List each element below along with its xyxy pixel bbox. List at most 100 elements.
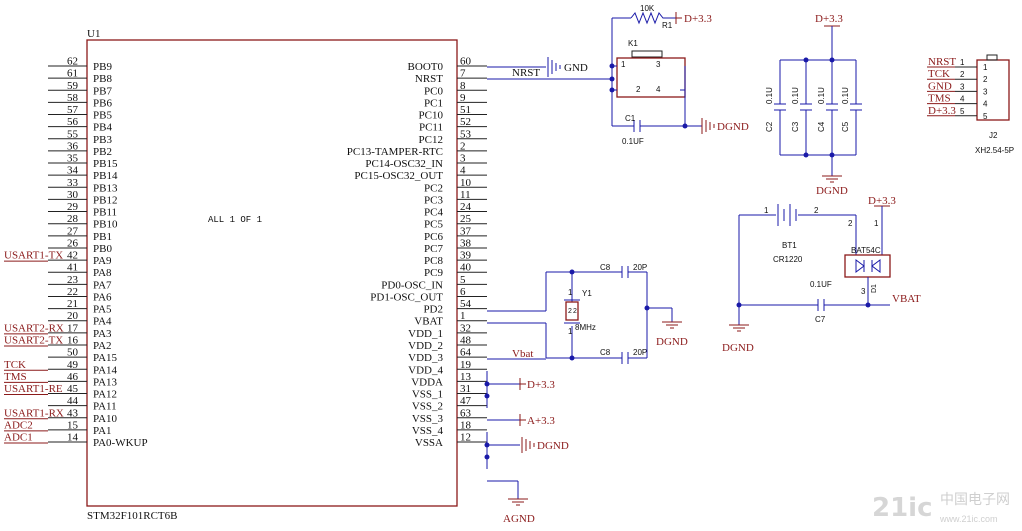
- mcu-left-pin-number: 59: [67, 80, 79, 92]
- mcu-right-pin-name: PC9: [424, 267, 443, 279]
- mcu-right-pin-number: 48: [460, 334, 472, 346]
- mcu-left-pin-name: PA0-WKUP: [93, 437, 148, 449]
- decoupling-power-label: D+3.3: [815, 13, 843, 25]
- mcu-left-net-label: ADC1: [4, 432, 33, 444]
- diode-tag: D1: [871, 284, 878, 293]
- svg-text:2: 2: [568, 308, 572, 315]
- mcu-right-pin-number: 40: [460, 262, 472, 274]
- vdda-power-label: A+3.3: [527, 415, 555, 427]
- mcu-right-pin-number: 60: [460, 56, 472, 68]
- mcu-left-pin-name: PA10: [93, 413, 118, 425]
- mcu-right-pin-name: PC1: [424, 97, 443, 109]
- mcu-left-pin-number: 45: [67, 383, 79, 395]
- mcu-right-pin-number: 52: [460, 116, 471, 128]
- mcu-left-pin-number: 34: [67, 165, 79, 177]
- c8-bottom-designator: C8: [600, 348, 611, 357]
- vbat-wire-label: Vbat: [512, 348, 533, 360]
- mcu-right-pin-name: PC11: [419, 122, 443, 134]
- mcu-right-pin-number: 3: [460, 153, 466, 165]
- capacitor-c1: C1 0.1UF DGND: [612, 114, 749, 146]
- svg-text:3: 3: [656, 60, 661, 69]
- mcu-left-pin-number: 61: [67, 68, 78, 80]
- mcu-right-pin-number: 2: [460, 140, 466, 152]
- j2-inner-pin-number: 4: [983, 100, 988, 109]
- mcu-left-pin-number: 21: [67, 298, 78, 310]
- mcu-left-pin-name: PB2: [93, 146, 112, 158]
- j2-pin-number: 3: [960, 82, 965, 91]
- mcu-right-pin-name: PC13-TAMPER-RTC: [347, 146, 443, 158]
- mcu-right-pin-number: 9: [460, 92, 466, 104]
- mcu-right-pin-number: 54: [460, 298, 472, 310]
- j2-inner-pin-number: 1: [983, 63, 988, 72]
- r1-power-label: D+3.3: [684, 13, 712, 25]
- svg-text:1: 1: [874, 219, 879, 228]
- mcu-right-pin-name: VDD_2: [408, 340, 443, 352]
- decap-designator: C2: [765, 121, 774, 132]
- decap-designator: C4: [817, 121, 826, 132]
- boot0-gnd-net: GND: [487, 57, 588, 77]
- mcu-right-pin-name: VSSA: [415, 437, 443, 449]
- mcu-left-pin-name: PB10: [93, 219, 118, 231]
- mcu-left-pin-name: PA15: [93, 352, 118, 364]
- mcu-left-net-label: USART2-RX: [4, 322, 64, 334]
- mcu-left-pin-number: 41: [67, 262, 78, 274]
- crystal-section: 1 2 2 1 Y1 8MHz C8 20P C8 20P DGND: [487, 263, 688, 364]
- mcu-left-pin-number: 58: [67, 92, 79, 104]
- mcu-right-pin-name: PC12: [419, 134, 443, 146]
- mcu-right-pin-number: 10: [460, 177, 472, 189]
- mcu-left-pin-number: 35: [67, 153, 79, 165]
- j2-inner-pin-number: 2: [983, 75, 988, 84]
- c1-gnd-label: DGND: [717, 121, 749, 133]
- mcu-left-pin-name: PB6: [93, 97, 112, 109]
- c7-value: 0.1UF: [810, 280, 832, 289]
- mcu-left-pin-name: PA2: [93, 340, 112, 352]
- mcu-left-net-label: TCK: [4, 359, 26, 371]
- decap-designator: C3: [791, 121, 800, 132]
- j2-pin-number: 4: [960, 95, 965, 104]
- svg-text:2: 2: [848, 219, 853, 228]
- j2-pin-number: 1: [960, 58, 965, 67]
- svg-text:2: 2: [814, 206, 819, 215]
- mcu-right-pin-name: PC10: [419, 110, 444, 122]
- mcu-left-pin-name: PA9: [93, 255, 112, 267]
- watermark: 21ic 中国电子网 www.21ic.com: [872, 492, 1010, 524]
- mcu-right-pin-name: PC7: [424, 243, 443, 255]
- mcu-right-pin-name: PC4: [424, 207, 443, 219]
- mcu-right-pin-name: PC15-OSC32_OUT: [354, 170, 443, 182]
- j2-net-label: TMS: [928, 93, 951, 105]
- mcu-part-number: STM32F101RCT6B: [87, 510, 177, 522]
- j2-pin-number: 2: [960, 70, 965, 79]
- y1-designator: Y1: [582, 289, 592, 298]
- mcu-left-pin-name: PA8: [93, 267, 112, 279]
- r1-designator: R1: [662, 21, 673, 30]
- c8-top-value: 20P: [633, 263, 647, 272]
- mcu-left-net-label: USART1-RX: [4, 407, 64, 419]
- mcu-left-pin-name: PA6: [93, 291, 112, 303]
- mcu-left-pin-number: 20: [67, 310, 79, 322]
- mcu-right-pin-number: 32: [460, 322, 471, 334]
- mcu-designator: U1: [87, 28, 100, 40]
- battery-gnd-label: DGND: [722, 342, 754, 354]
- mcu-left-pin-name: PA13: [93, 376, 118, 388]
- mcu-right-pin-name: VDD_1: [408, 328, 443, 340]
- c7-designator: C7: [815, 315, 826, 324]
- nrst-net: NRST: [487, 17, 631, 126]
- mcu-right-pin-name: PC3: [424, 194, 443, 206]
- mcu-left-pin-name: PB13: [93, 182, 118, 194]
- mcu-right-pin-name: VDDA: [411, 376, 443, 388]
- mcu-right-pin-number: 38: [460, 237, 472, 249]
- svg-text:1: 1: [764, 206, 769, 215]
- mcu-right-pin-number: 53: [460, 128, 472, 140]
- mcu-left-pin-number: 57: [67, 104, 79, 116]
- c1-designator: C1: [625, 114, 636, 123]
- mcu-right-pin-name: NRST: [415, 73, 443, 85]
- y1-value: 8MHz: [575, 323, 596, 332]
- mcu-right-pin-number: 18: [460, 419, 472, 431]
- svg-text:1: 1: [568, 327, 573, 336]
- c1-value: 0.1UF: [622, 137, 644, 146]
- mcu-center-text: ALL 1 OF 1: [208, 215, 262, 225]
- mcu-right-pin-number: 7: [460, 68, 466, 80]
- crystal-gnd-label: DGND: [656, 336, 688, 348]
